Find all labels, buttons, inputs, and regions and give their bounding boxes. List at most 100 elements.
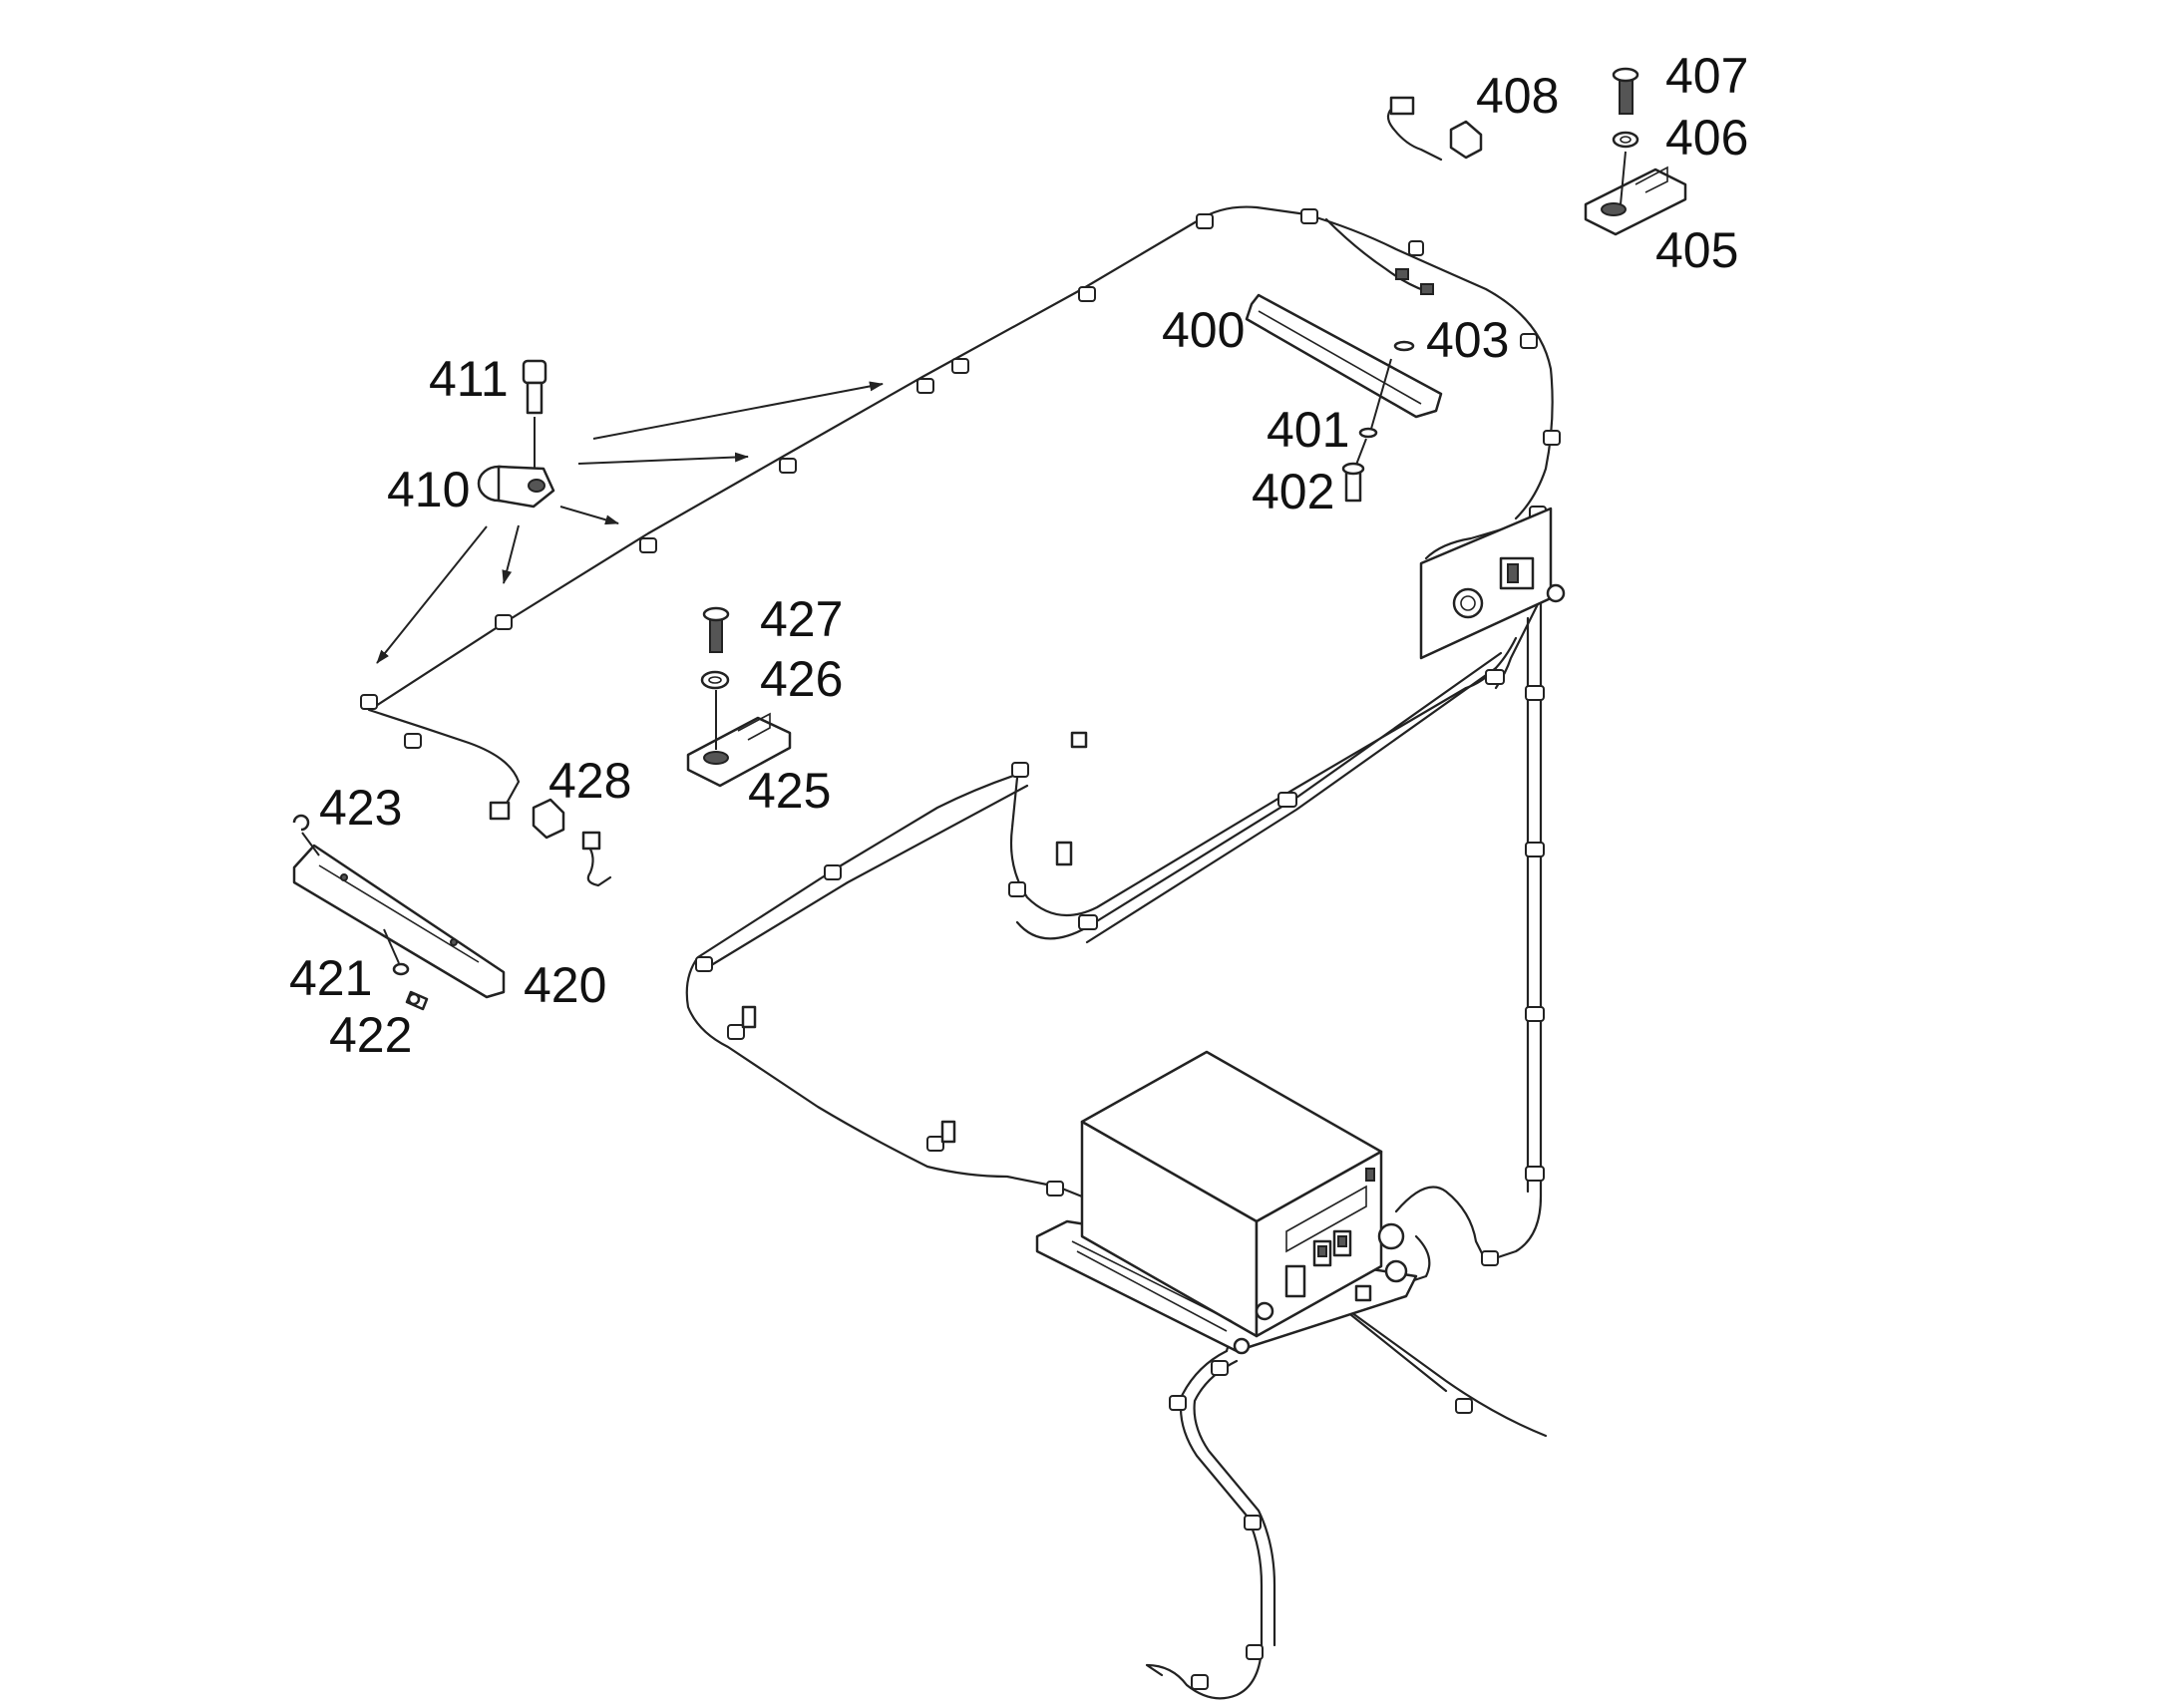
cable-clip xyxy=(1008,881,1026,897)
callout-408: 408 xyxy=(1476,68,1559,124)
part-410-clamp xyxy=(477,465,555,509)
cable-clip xyxy=(779,458,797,474)
part-408-connector xyxy=(1386,96,1483,162)
cable-harness xyxy=(367,205,1554,1700)
leader-line xyxy=(1355,438,1367,466)
part-406-washer-hole xyxy=(1620,136,1632,144)
cable-clip xyxy=(1408,240,1424,256)
callout-421: 421 xyxy=(289,950,372,1006)
callout-423: 423 xyxy=(319,780,402,836)
callout-411: 411 xyxy=(429,351,509,407)
cable-clip xyxy=(360,694,378,710)
right-vertical-cable xyxy=(1484,601,1543,1263)
callout-406: 406 xyxy=(1665,110,1748,166)
lower-right-cable xyxy=(1245,1234,1548,1438)
part-422-screw xyxy=(405,990,429,1011)
callout-428: 428 xyxy=(548,753,631,809)
unit-label-window xyxy=(1285,1185,1367,1253)
cable-clip xyxy=(1078,914,1098,930)
leader-line xyxy=(383,928,400,964)
diagonal-double-cable-b xyxy=(1015,651,1503,940)
cable-clip xyxy=(1485,669,1505,685)
cable-clip xyxy=(1011,762,1029,778)
cable-clip xyxy=(1078,286,1096,302)
part-423-ring xyxy=(292,814,310,832)
screw-422-head xyxy=(407,992,421,1006)
bottom-cable-b xyxy=(1193,1359,1276,1647)
cable-clip xyxy=(1244,1515,1262,1531)
left-loop-cable-b xyxy=(706,784,1029,969)
arrow-leader xyxy=(376,525,488,664)
cable-clip xyxy=(926,1136,944,1152)
screw-427-shank xyxy=(709,617,723,653)
unit-round-plug xyxy=(1384,1259,1408,1283)
part-426-washer-hole xyxy=(708,676,722,684)
leader-line xyxy=(1370,358,1392,430)
cable-clip xyxy=(695,956,713,972)
leader-line xyxy=(301,832,320,856)
strip-400-body xyxy=(1245,293,1443,419)
unit-indicator xyxy=(1365,1168,1375,1182)
cable-clip xyxy=(824,864,842,880)
arrow-leader xyxy=(592,381,884,440)
screw-402-head xyxy=(1341,462,1365,476)
connector-428-wire xyxy=(586,844,612,887)
left-loop-cable xyxy=(685,771,1109,1208)
part-426-washer xyxy=(700,670,730,690)
part-405-bracket xyxy=(1584,166,1687,236)
cable-clip xyxy=(1455,1398,1473,1414)
clamp-410-hole xyxy=(528,479,545,493)
arrows-410 xyxy=(376,381,884,664)
cable-clip xyxy=(1481,1250,1499,1266)
panel-round-connector-inner xyxy=(1460,595,1476,611)
diagonal-double-cable-c xyxy=(1085,666,1498,944)
harness-connector-left xyxy=(489,801,511,821)
screw-427-head xyxy=(702,606,730,622)
part-421-washer xyxy=(392,962,410,976)
main-unit xyxy=(1035,1050,1418,1355)
cable-clip xyxy=(1525,1166,1545,1182)
callout-422: 422 xyxy=(329,1007,412,1063)
part-407-screw xyxy=(1612,67,1639,115)
part-400-strip xyxy=(1245,293,1443,419)
callout-427: 427 xyxy=(760,591,843,647)
unit-lower-block xyxy=(1354,1284,1372,1302)
harness-connector-top-b xyxy=(1420,283,1434,295)
upper-cable-run xyxy=(367,205,1554,820)
part-428-connector xyxy=(532,798,612,887)
part-420-strip xyxy=(292,844,506,999)
cable-clip xyxy=(1196,213,1214,229)
cable-clip xyxy=(916,378,934,394)
callout-402: 402 xyxy=(1252,464,1334,519)
cable-clip xyxy=(1525,685,1545,701)
unit-round-plug xyxy=(1377,1222,1405,1250)
callout-401: 401 xyxy=(1267,402,1349,458)
bolt-411-shank xyxy=(526,381,544,415)
part-427-screw xyxy=(702,606,730,653)
callout-425: 425 xyxy=(748,763,831,819)
cable-clip xyxy=(639,537,657,553)
unit-rail xyxy=(1071,1240,1233,1322)
cable-clip xyxy=(495,614,513,630)
diagonal-double-cable-a xyxy=(1009,636,1518,917)
harness-connector-end xyxy=(1070,731,1088,749)
bracket-405-tab xyxy=(1635,166,1668,193)
bracket-425-tab xyxy=(737,712,771,741)
panel-round-connector xyxy=(1452,587,1484,619)
panel-square-connector-pin xyxy=(1507,563,1519,583)
part-403-washer xyxy=(1393,340,1415,352)
strip-420-hole xyxy=(340,873,348,881)
callout-426: 426 xyxy=(760,651,843,707)
connector-408-wire xyxy=(1386,103,1443,162)
panel-fitting xyxy=(1546,583,1566,603)
strip-420-body xyxy=(292,844,506,999)
connector-408-housing xyxy=(1449,120,1483,160)
box-side-cable-b xyxy=(1409,1234,1431,1283)
leader-line xyxy=(1620,151,1627,205)
unit-foot xyxy=(1255,1301,1274,1321)
cable-clip xyxy=(1277,792,1297,808)
cable-clip xyxy=(1246,1644,1264,1660)
harness-connector-stub xyxy=(741,1005,757,1029)
cable-clip xyxy=(1300,208,1318,224)
cable-clip xyxy=(1543,430,1561,446)
